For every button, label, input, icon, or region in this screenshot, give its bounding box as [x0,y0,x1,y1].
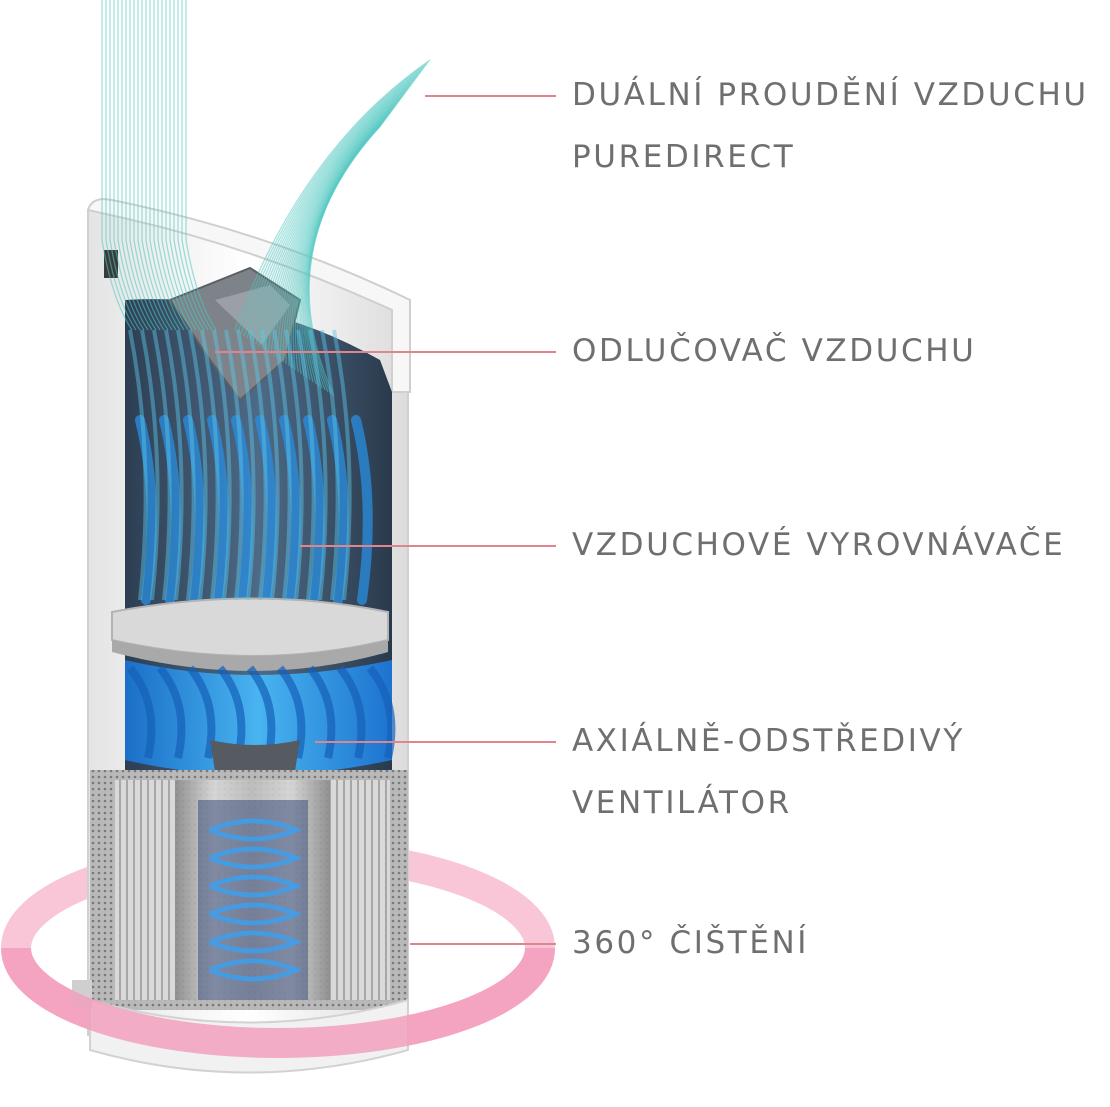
airflow-line [117,0,149,331]
airflow-line [246,67,425,339]
airflow-line [153,0,185,331]
leader-lines [215,95,556,945]
airflow-line [105,0,137,331]
callout-dual-airflow-line2: PUREDIRECT [572,139,796,175]
airflow-swirl [209,902,303,926]
airflow-swirl [209,846,303,870]
stabilizer-vane [327,415,349,605]
airflow-line [272,329,292,601]
airflow-line [140,329,160,601]
fan-blade [156,665,186,759]
airflow-line [101,0,133,331]
airflow-line [296,329,316,601]
airflow-line [137,0,169,331]
stabilizer-vane [255,415,277,605]
airflow-line [236,329,256,601]
airflow-line [332,329,352,601]
airflow-line [181,0,213,331]
airflow-line [113,0,145,331]
airflow-swirl [209,874,303,898]
airflow-line [133,0,165,331]
airflow-line [157,0,189,331]
stabilizer-vane [231,415,253,605]
fan-blade [336,665,366,759]
airflow-line [109,0,141,331]
fan-blade [366,665,396,759]
hepa-filter [90,770,408,1010]
airflow-line [177,0,209,331]
airflow-line [121,0,153,331]
airflow-line [176,329,196,601]
airflow-line [128,329,148,601]
fan-blade [276,665,306,759]
airflow-line [234,59,431,331]
airflow-line [308,329,328,601]
fan-blade [306,665,336,759]
airflow-line [169,0,201,331]
airflow-line [129,0,161,331]
callout-fan-line1: AXIÁLNĚ-ODSTŘEDIVÝ [572,723,965,759]
stabilizer-vane [135,415,157,605]
airflow-line [165,0,197,331]
airflow-line [249,69,423,341]
airflow-line [173,0,205,331]
stabilizer-vane [159,415,181,605]
airflow-line [125,0,157,331]
airflow-line [308,125,381,397]
fan-blade [126,665,156,759]
airflow-line [149,0,181,331]
airflow-line [185,0,217,331]
airflow-line [237,61,429,333]
stabilizer-vane [279,415,301,605]
airflow-line [243,65,426,337]
airflow-line [224,329,244,601]
airflow-line [164,329,184,601]
stabilizer-vane [351,415,373,605]
airflow-line [152,329,172,601]
purification-ring-front [1,947,555,1058]
callout-360-filtration: 360° ČIŠTĚNÍ [572,925,810,961]
airflow-swirl [209,818,303,842]
airflow-line [240,63,428,335]
callout-fan-line2: VENTILÁTOR [572,785,792,821]
airflow-line [145,0,177,331]
airflow-line [188,329,208,601]
airflow-line [252,71,422,343]
callout-dual-airflow-line1: DUÁLNÍ PROUDĚNÍ VZDUCHU [572,77,1089,113]
air-stabilizers [135,415,373,605]
stabilizer-ring [111,597,389,657]
airflow-line [320,329,340,601]
airflow-line [161,0,193,331]
airflow-line [141,0,173,331]
airflow-line [248,329,268,601]
airflow-swirl [209,958,303,982]
stabilizer-vane [303,415,325,605]
airflow-streams [101,0,431,601]
airflow-line [212,329,232,601]
stabilizer-vane [183,415,205,605]
airflow-line [284,329,304,601]
airflow-line [200,329,220,601]
fan-blade [186,665,216,759]
airflow-line [260,329,280,601]
callout-air-separator: ODLUČOVAČ VZDUCHU [572,333,977,369]
airflow-swirl [209,930,303,954]
callout-air-stabilizers: VZDUCHOVÉ VYROVNÁVAČE [572,527,1066,563]
stabilizer-vane [207,415,229,605]
